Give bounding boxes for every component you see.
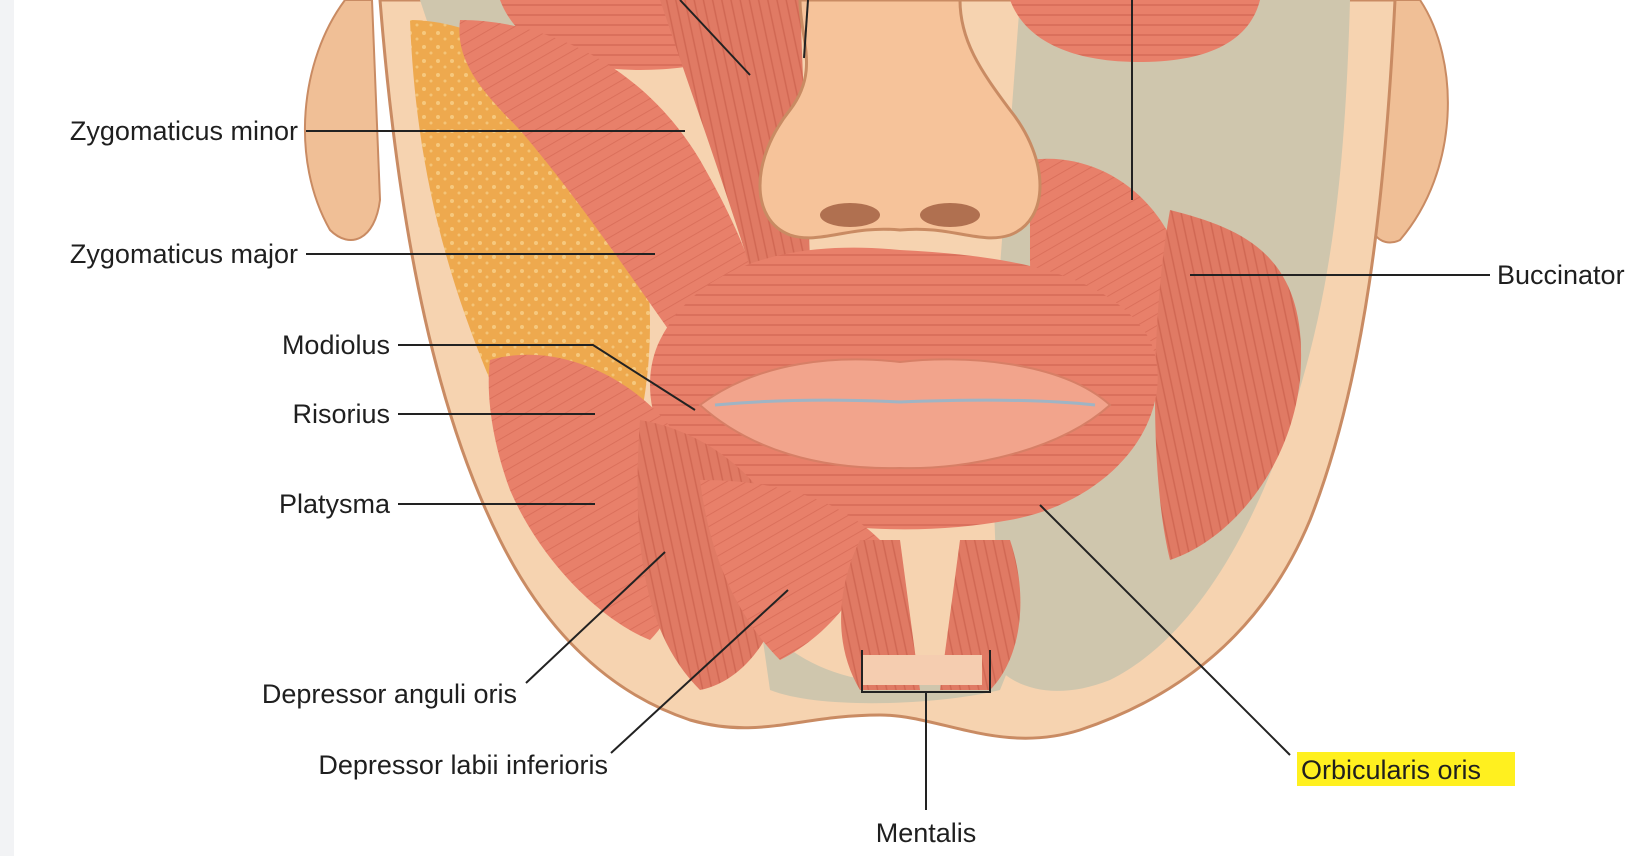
label-buccinator: Buccinator [1497,260,1625,290]
label-depressor-anguli-oris: Depressor anguli oris [262,679,517,709]
label-platysma: Platysma [279,489,391,519]
label-depressor-labii-inferioris: Depressor labii inferioris [318,750,608,780]
left-nostril [820,203,880,227]
label-modiolus: Modiolus [282,330,390,360]
right-nostril [920,203,980,227]
label-zygomaticus-major: Zygomaticus major [70,239,298,269]
label-mentalis: Mentalis [876,818,977,848]
label-orbicularis-oris: Orbicularis oris [1301,755,1481,785]
label-zygomaticus-minor: Zygomaticus minor [70,116,298,146]
label-risorius: Risorius [292,399,390,429]
mentalis-pad [862,655,982,685]
